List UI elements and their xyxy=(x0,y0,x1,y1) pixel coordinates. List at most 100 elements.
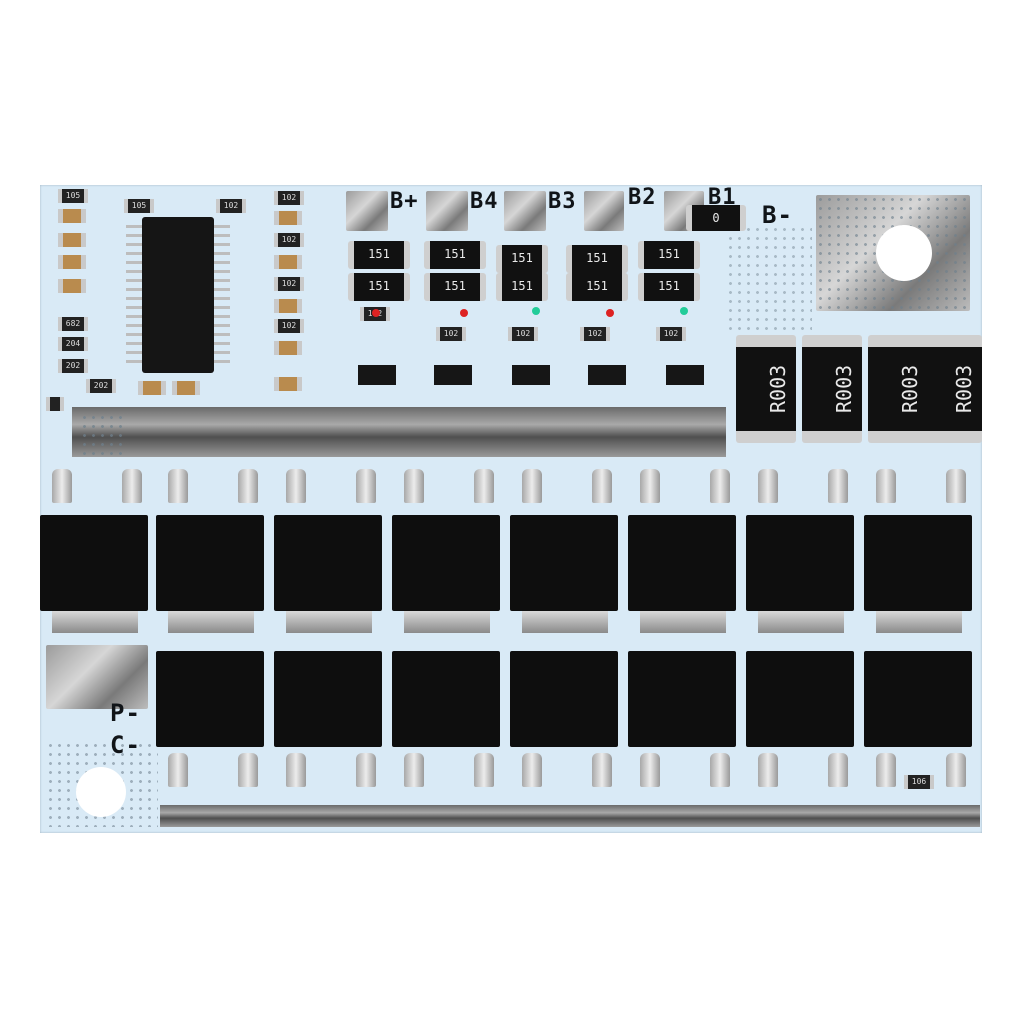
mosfet-leg xyxy=(592,469,612,503)
b4-label: B4 xyxy=(470,189,499,214)
mosfet-tab xyxy=(758,611,844,633)
capacitor xyxy=(58,209,86,223)
capacitor xyxy=(274,377,302,391)
capacitor xyxy=(274,211,302,225)
p-minus-pad xyxy=(46,645,148,709)
mosfet-leg xyxy=(286,753,306,787)
b3-label: B3 xyxy=(548,189,577,214)
mosfet-leg xyxy=(640,469,660,503)
solder-bar-bottom xyxy=(160,805,980,827)
mosfet-leg xyxy=(404,469,424,503)
mosfet-leg xyxy=(758,753,778,787)
mosfet-leg xyxy=(710,753,730,787)
b-plus-pad xyxy=(346,191,388,231)
b-minus-label: B- xyxy=(762,201,793,229)
resistor-151: 151 xyxy=(566,273,628,301)
mosfet-leg xyxy=(122,469,142,503)
capacitor xyxy=(58,279,86,293)
capacitor xyxy=(274,341,302,355)
capacitor xyxy=(138,381,166,395)
resistor-151: 151 xyxy=(424,241,486,269)
mosfet-leg xyxy=(238,469,258,503)
smd-component xyxy=(46,397,64,411)
smd-204: 204 xyxy=(58,337,88,351)
status-led xyxy=(460,309,468,317)
smd-102-top: 102 xyxy=(216,199,246,213)
b2-label: B2 xyxy=(628,185,657,210)
resistor-151: 151 xyxy=(424,273,486,301)
mosfet-tab xyxy=(876,611,962,633)
mosfet-upper xyxy=(274,515,382,611)
mosfet-tab xyxy=(522,611,608,633)
mosfet-leg xyxy=(592,753,612,787)
mosfet-tab xyxy=(52,611,138,633)
resistor-0: 0 xyxy=(686,205,746,231)
smd-102-r4: 102 xyxy=(274,319,304,333)
ic-pins-right xyxy=(214,225,230,365)
mosfet-leg xyxy=(946,753,966,787)
mosfet-upper xyxy=(40,515,148,611)
mosfet-upper xyxy=(156,515,264,611)
mosfet-tab xyxy=(168,611,254,633)
smd-102-r3: 102 xyxy=(274,277,304,291)
mosfet-lower xyxy=(392,651,500,747)
mosfet-leg xyxy=(828,753,848,787)
solder-bar-top xyxy=(72,407,726,457)
smd-102-r1: 102 xyxy=(274,191,304,205)
mosfet-lower xyxy=(510,651,618,747)
balance-transistor xyxy=(588,365,626,385)
smd-106: 106 xyxy=(904,775,934,789)
mosfet-leg xyxy=(758,469,778,503)
mosfet-tab xyxy=(640,611,726,633)
smd-102-b2: 102 xyxy=(436,327,466,341)
mosfet-leg xyxy=(52,469,72,503)
status-led xyxy=(532,307,540,315)
b-plus-label: B+ xyxy=(390,189,419,214)
mounting-hole-bottom xyxy=(76,767,126,817)
smd-202-a: 202 xyxy=(58,359,88,373)
mosfet-lower xyxy=(628,651,736,747)
mosfet-leg xyxy=(238,753,258,787)
via-field-right xyxy=(726,225,812,335)
b2-pad xyxy=(584,191,624,231)
mosfet-leg xyxy=(640,753,660,787)
smd-102-b3: 102 xyxy=(508,327,538,341)
mosfet-lower xyxy=(746,651,854,747)
shunt-resistor-r003: R003 xyxy=(736,335,796,443)
resistor-151: 151 xyxy=(638,273,700,301)
pcb-board: B+ B4 B3 B2 B1 0 B- 105 682 204 202 202 … xyxy=(40,185,982,833)
mosfet-leg xyxy=(286,469,306,503)
b4-pad xyxy=(426,191,468,231)
balance-transistor xyxy=(512,365,550,385)
mosfet-leg xyxy=(522,469,542,503)
resistor-151: 151 xyxy=(566,245,628,273)
mosfet-upper xyxy=(864,515,972,611)
resistor-151: 151 xyxy=(496,245,548,273)
status-led xyxy=(372,309,380,317)
resistor-151: 151 xyxy=(348,273,410,301)
mosfet-lower xyxy=(864,651,972,747)
mosfet-lower xyxy=(156,651,264,747)
mosfet-leg xyxy=(474,469,494,503)
shunt-resistor-r003: R003 xyxy=(922,335,982,443)
balance-transistor xyxy=(666,365,704,385)
mosfet-upper xyxy=(746,515,854,611)
mounting-hole-top xyxy=(876,225,932,281)
status-led xyxy=(606,309,614,317)
smd-102-b5: 102 xyxy=(656,327,686,341)
capacitor xyxy=(58,255,86,269)
capacitor xyxy=(58,233,86,247)
smd-682: 682 xyxy=(58,317,88,331)
resistor-151: 151 xyxy=(638,241,700,269)
mosfet-leg xyxy=(474,753,494,787)
capacitor xyxy=(172,381,200,395)
mosfet-upper xyxy=(510,515,618,611)
resistor-151: 151 xyxy=(496,273,548,301)
balance-transistor xyxy=(434,365,472,385)
mosfet-leg xyxy=(876,753,896,787)
mosfet-upper xyxy=(392,515,500,611)
ic-pins-left xyxy=(126,225,142,365)
smd-202-b: 202 xyxy=(86,379,116,393)
capacitor xyxy=(274,299,302,313)
mosfet-leg xyxy=(168,469,188,503)
